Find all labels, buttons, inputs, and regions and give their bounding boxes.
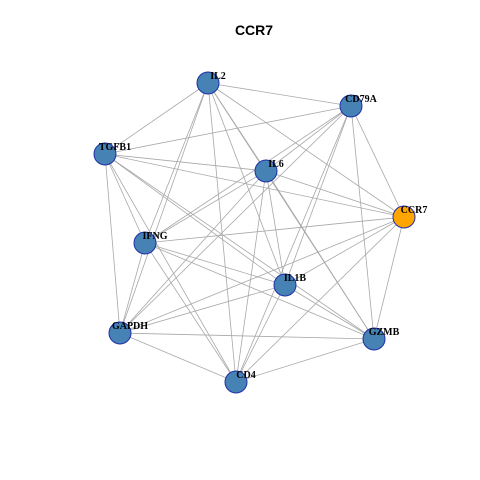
edge-cd79a-gzmb xyxy=(350,105,375,340)
edge-cd79a-ifng xyxy=(144,105,352,244)
edge-tgfb1-ccr7 xyxy=(104,153,405,218)
edge-ifng-gapdh xyxy=(119,242,146,334)
node-cd4 xyxy=(224,370,248,394)
node-il1b xyxy=(273,273,297,297)
edge-il1b-gapdh xyxy=(119,284,286,334)
node-tgfb1 xyxy=(93,142,117,166)
edge-ifng-il1b xyxy=(144,242,286,286)
edge-il1b-gzmb xyxy=(284,284,375,340)
edge-cd79a-tgfb1 xyxy=(104,105,352,155)
edge-ccr7-il1b xyxy=(284,216,405,286)
node-ifng xyxy=(133,231,157,255)
edge-tgfb1-gapdh xyxy=(104,153,121,334)
node-label-ccr7: CCR7 xyxy=(401,205,428,216)
edge-il2-cd79a xyxy=(207,82,352,107)
edge-il6-ccr7 xyxy=(265,170,405,218)
edge-cd79a-ccr7 xyxy=(350,105,405,218)
edge-ccr7-gapdh xyxy=(119,216,405,334)
node-gapdh xyxy=(108,321,132,345)
edge-tgfb1-gzmb xyxy=(104,153,375,340)
node-il2 xyxy=(196,71,220,95)
node-label-cd79a: CD79A xyxy=(345,94,377,105)
node-label-tgfb1: TGFB1 xyxy=(99,142,131,153)
edge-il6-cd4 xyxy=(235,170,267,383)
node-cd79a xyxy=(339,94,363,118)
edge-layer xyxy=(104,82,405,383)
edge-cd79a-cd4 xyxy=(235,105,352,383)
node-label-il6: IL6 xyxy=(268,159,284,170)
edge-ccr7-ifng xyxy=(144,216,405,244)
node-label-ifng: IFNG xyxy=(143,231,168,242)
edge-tgfb1-il1b xyxy=(104,153,286,286)
edge-tgfb1-cd4 xyxy=(104,153,237,383)
node-label-gapdh: GAPDH xyxy=(112,321,148,332)
edge-cd79a-gapdh xyxy=(119,105,352,334)
edge-il6-gzmb xyxy=(265,170,375,340)
node-il6 xyxy=(254,159,278,183)
edge-tgfb1-il6 xyxy=(104,153,267,172)
edge-ifng-gzmb xyxy=(144,242,375,340)
edge-ccr7-gzmb xyxy=(373,216,405,340)
edge-ccr7-cd4 xyxy=(235,216,405,383)
edge-il6-gapdh xyxy=(119,170,267,334)
node-label-gzmb: GZMB xyxy=(369,327,400,338)
edge-cd79a-il1b xyxy=(284,105,352,286)
edge-il2-ifng xyxy=(144,82,209,244)
edge-gapdh-cd4 xyxy=(119,332,237,383)
edge-gzmb-cd4 xyxy=(235,338,375,383)
node-ccr7 xyxy=(392,205,416,229)
diagram-title: CCR7 xyxy=(235,22,273,38)
edge-il6-il1b xyxy=(265,170,286,286)
node-label-cd4: CD4 xyxy=(236,370,255,381)
edge-il1b-cd4 xyxy=(235,284,286,383)
edge-cd79a-il6 xyxy=(265,105,352,172)
edge-tgfb1-ifng xyxy=(104,153,146,244)
node-label-il1b: IL1B xyxy=(284,273,307,284)
edge-il2-gapdh xyxy=(119,82,209,334)
edge-il2-tgfb1 xyxy=(104,82,209,155)
edge-il6-ifng xyxy=(144,170,267,244)
edge-gapdh-gzmb xyxy=(119,332,375,340)
node-gzmb xyxy=(362,327,386,351)
node-label-il2: IL2 xyxy=(210,71,226,82)
node-layer xyxy=(93,71,416,394)
